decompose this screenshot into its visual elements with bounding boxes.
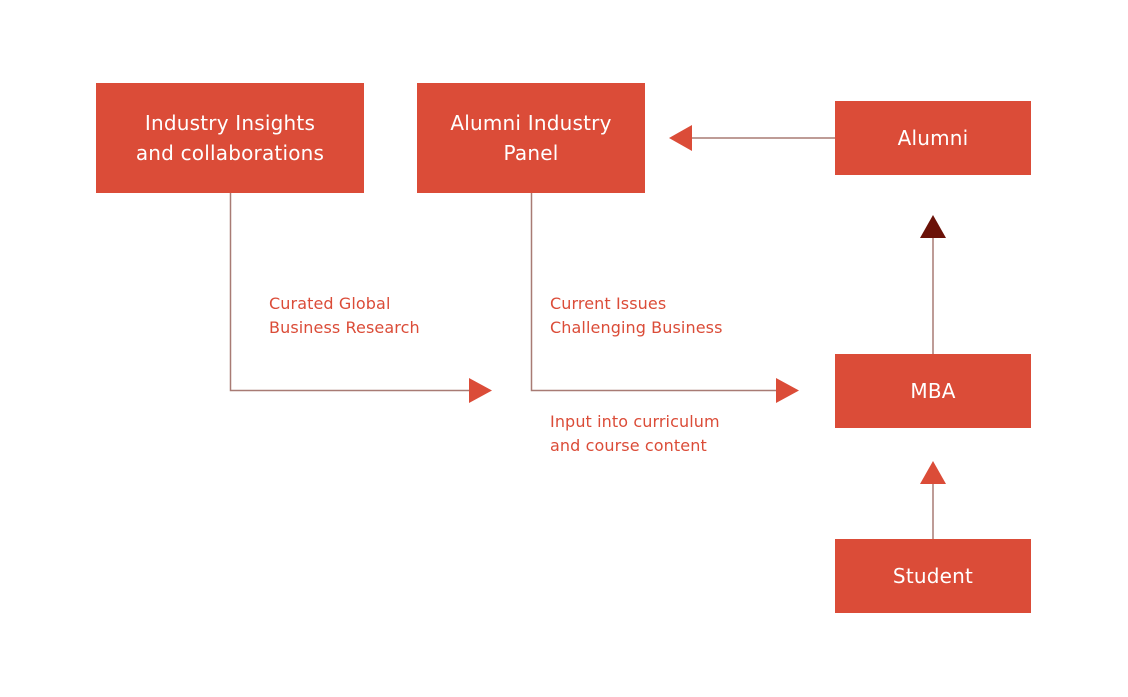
node-student: Student <box>835 539 1031 613</box>
edge-label-curriculum: Input into curriculum and course content <box>550 412 720 455</box>
node-label: Alumni Industry Panel <box>450 111 612 165</box>
edge-label-issues: Current Issues Challenging Business <box>550 294 723 337</box>
connector-industry-to-research <box>229 193 470 392</box>
connector-panel-to-mba <box>530 193 778 392</box>
arrowhead-right-icon <box>469 378 492 403</box>
arrowhead-up-icon <box>920 461 946 484</box>
node-industry-insights: Industry Insights and collaborations <box>96 83 364 193</box>
node-alumni: Alumni <box>835 101 1031 175</box>
node-label: Student <box>892 564 974 588</box>
edge-label-research: Curated Global Business Research <box>269 294 420 337</box>
node-alumni-industry-panel: Alumni Industry Panel <box>417 83 645 193</box>
node-label: Alumni <box>897 126 969 150</box>
node-label: Industry Insights and collaborations <box>135 111 325 165</box>
arrowhead-up-dark-icon <box>920 215 946 238</box>
node-mba: MBA <box>835 354 1031 428</box>
arrowhead-right-icon <box>776 378 799 403</box>
arrowhead-left-icon <box>669 125 692 151</box>
node-label: MBA <box>910 379 956 403</box>
